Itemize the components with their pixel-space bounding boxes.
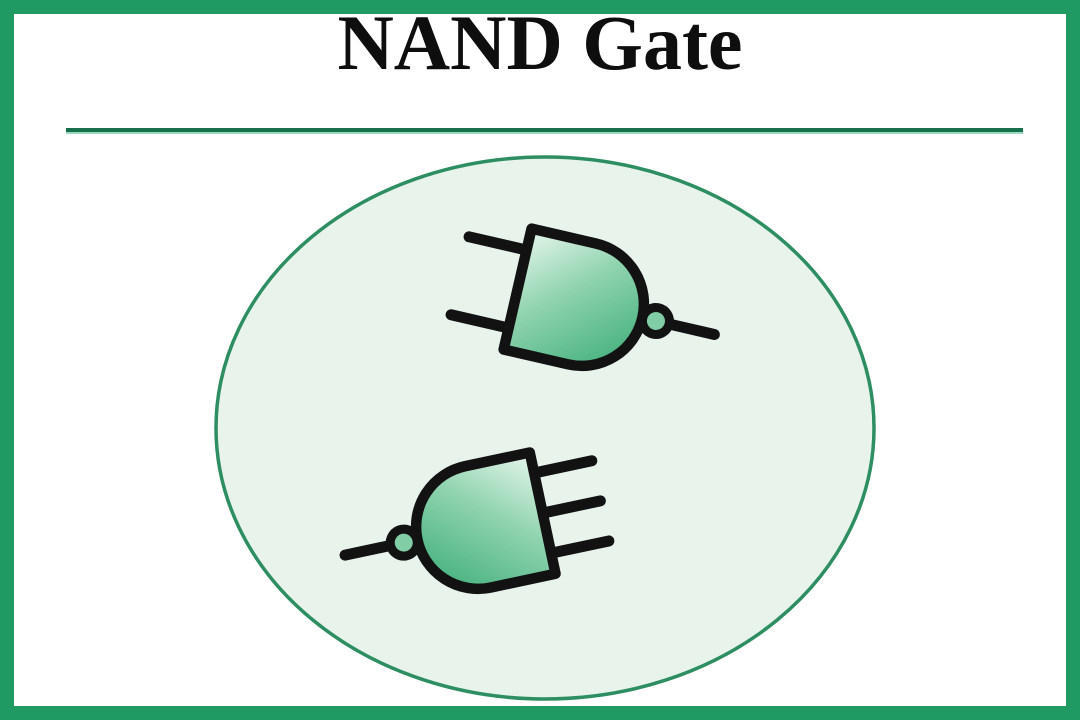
gates-layer (339, 223, 720, 595)
output-lead (662, 318, 720, 340)
input-lead (541, 535, 615, 560)
inversion-bubble (385, 524, 422, 561)
page-title: NAND Gate (337, 0, 743, 86)
input-lead (463, 231, 536, 257)
output-lead (339, 539, 398, 561)
inversion-bubble (637, 302, 674, 339)
input-lead (533, 495, 606, 520)
diagram-ellipse (214, 155, 876, 701)
input-lead (445, 309, 518, 335)
nand-gate-3-input (339, 447, 615, 595)
input-lead (524, 455, 598, 480)
title-divider (66, 128, 1023, 132)
nand-gate-2-input (445, 223, 720, 372)
